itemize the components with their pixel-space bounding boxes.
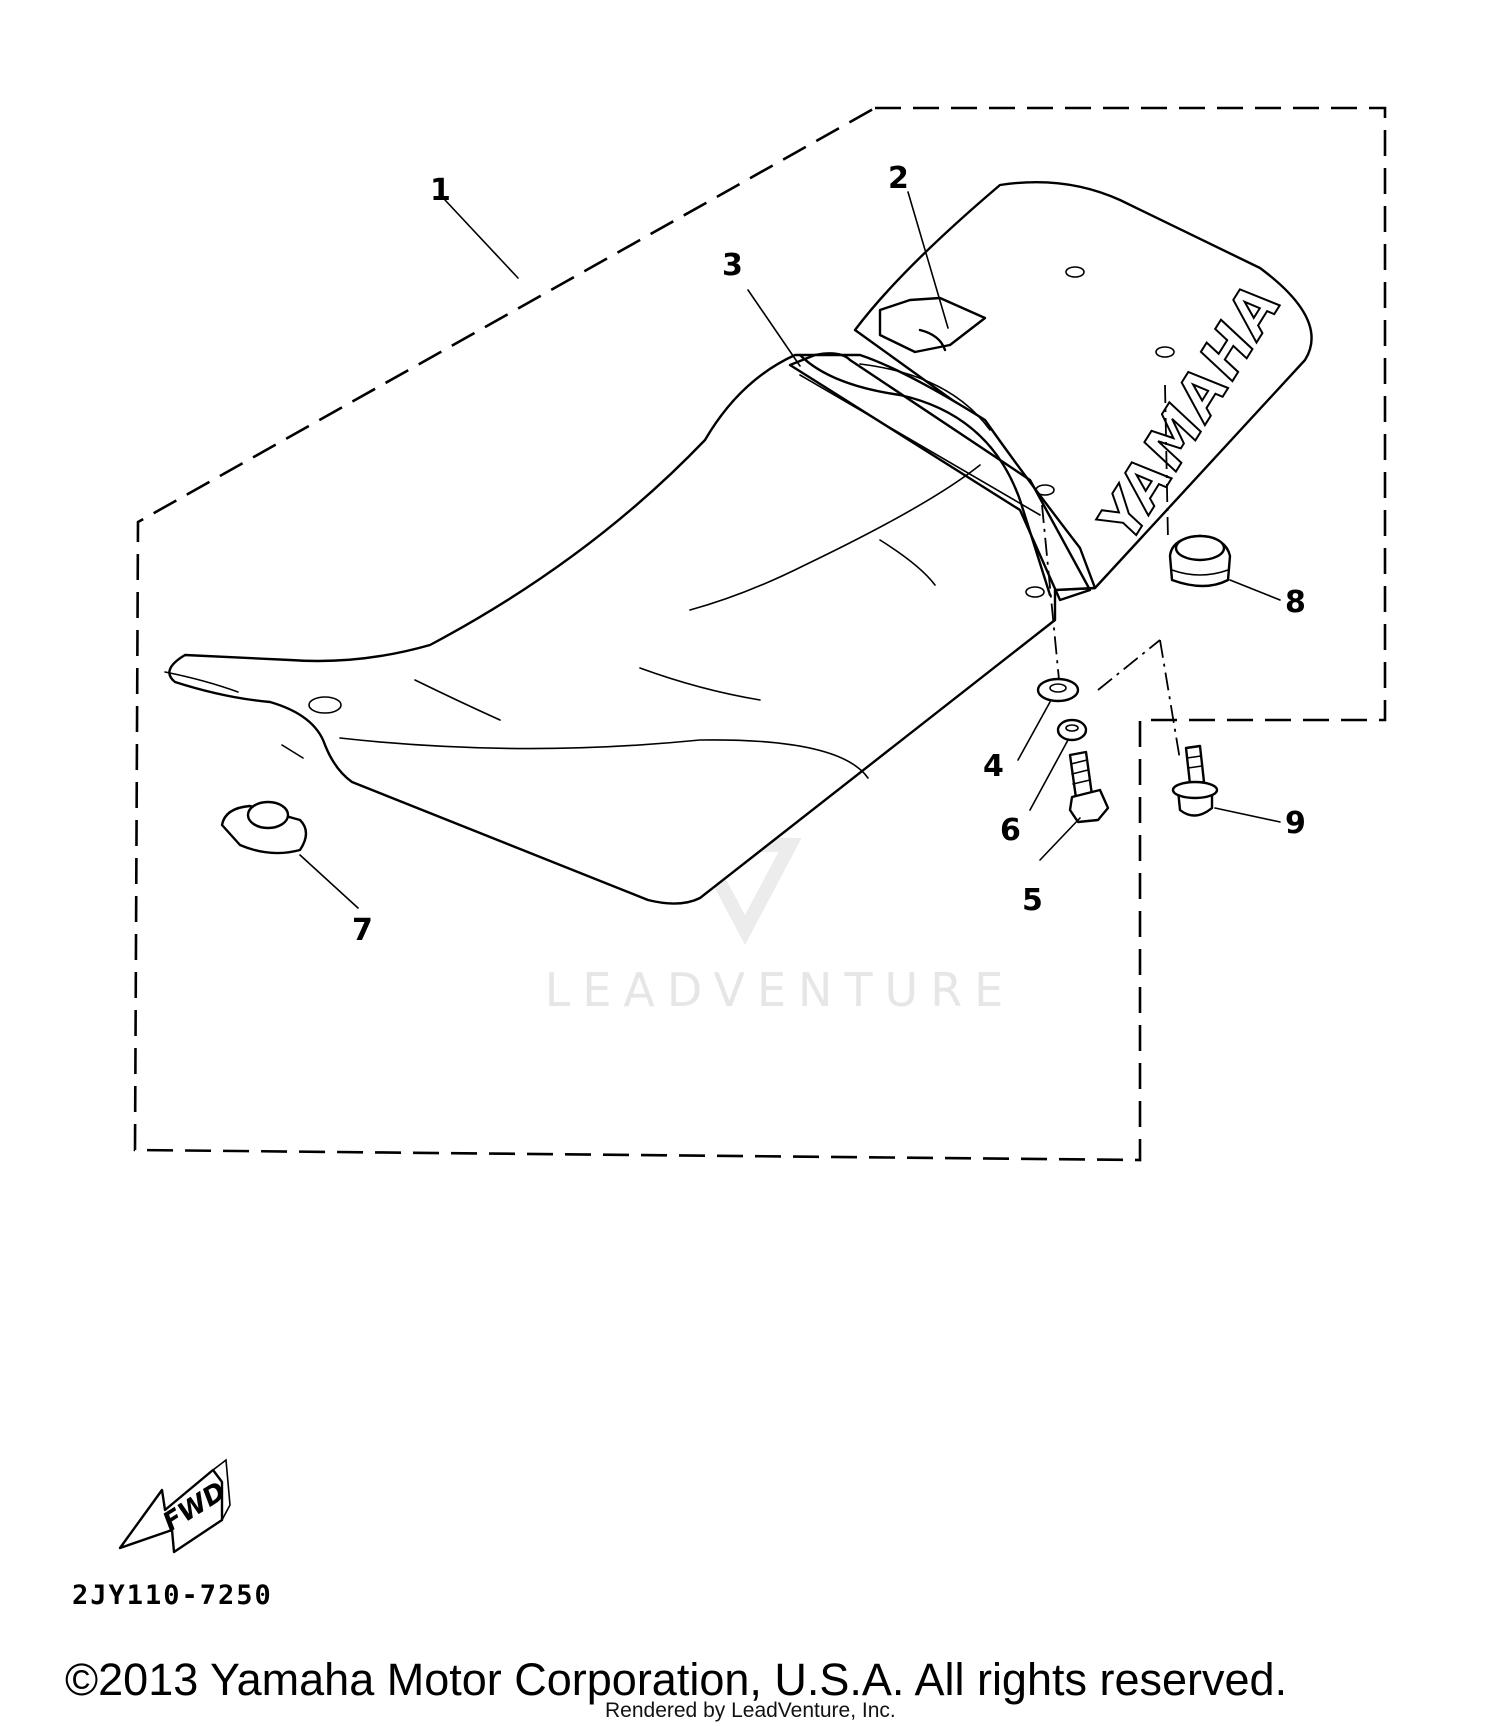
forward-direction-arrow: FWD [118, 1458, 231, 1554]
drawing-code: 2JY110-7250 [72, 1580, 273, 1611]
callout-7: 7 [352, 913, 373, 948]
callout-1: 1 [430, 173, 451, 208]
callout-8: 8 [1285, 585, 1306, 620]
leadventure-watermark: LEADVENTURE [545, 740, 1016, 1017]
callout-9: 9 [1285, 806, 1306, 841]
centerline-8 [1164, 384, 1169, 541]
centerline-9 [1159, 639, 1181, 761]
bolt-part-5 [1068, 750, 1110, 824]
leader-lines [281, 191, 1281, 909]
bolt-part-9 [1171, 744, 1219, 817]
washer-part-4 [1036, 677, 1080, 703]
watermark-text: LEADVENTURE [545, 963, 1016, 1017]
callout-labels: 1 2 3 4 5 6 7 8 9 [352, 161, 1306, 948]
callout-4: 4 [983, 749, 1004, 784]
callout-6: 6 [1000, 813, 1021, 848]
damper-part-8 [1168, 534, 1232, 588]
seat-assembly: YAMAHA [164, 180, 1313, 905]
centerline-link [1097, 639, 1161, 691]
callout-5: 5 [1022, 883, 1043, 918]
copyright-notice: ©2013 Yamaha Motor Corporation, U.S.A. A… [65, 1654, 1287, 1705]
assembly-boundary [133, 106, 1387, 1162]
lock-washer-part-6 [1056, 718, 1088, 742]
rendered-by-credit: Rendered by LeadVenture, Inc. [605, 1699, 896, 1722]
callout-3: 3 [722, 248, 743, 283]
seat-body [168, 353, 1097, 905]
damper-part-7 [220, 800, 308, 855]
callout-2: 2 [888, 161, 909, 196]
centerline-5 [1041, 504, 1061, 691]
